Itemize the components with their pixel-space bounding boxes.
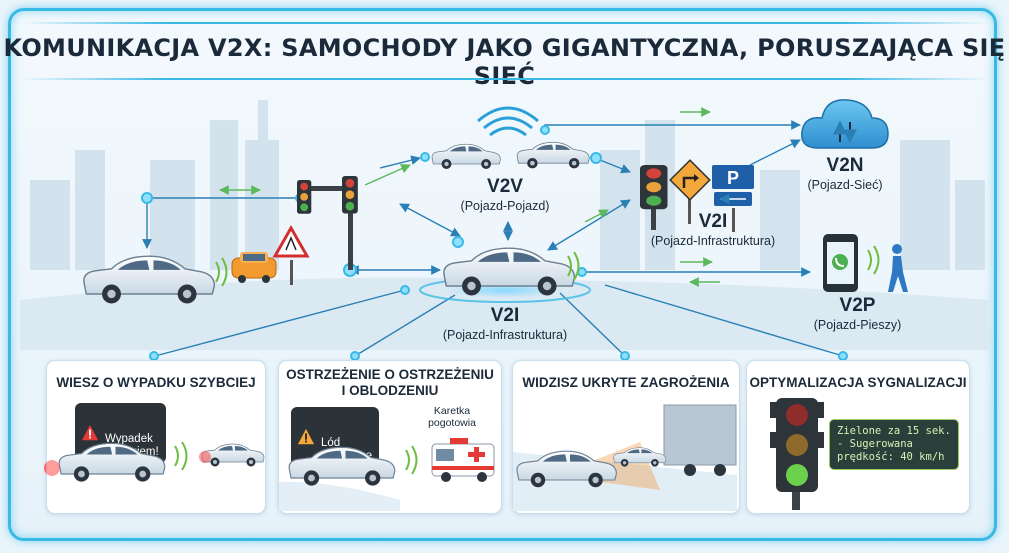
v2i-top-title: V2I bbox=[698, 211, 728, 232]
accident-bubble-text: Wypadek za rogiem! bbox=[105, 433, 159, 458]
wifi-icon bbox=[477, 106, 539, 137]
accident-bubble: Wypadek za rogiem! bbox=[75, 403, 166, 463]
panel-accident-title: WIESZ O WYPADKU SZYBCIEJ bbox=[56, 375, 256, 390]
warning-sign-icon bbox=[272, 224, 310, 285]
car-orange bbox=[231, 252, 277, 283]
v2v-title: V2V bbox=[487, 176, 523, 197]
ambulance-label: Karetka pogotowia bbox=[428, 405, 476, 429]
v2i-top-label: V2I (Pojazd-Infrastruktura) bbox=[628, 211, 798, 248]
ice-bubble: Lód na drodze bbox=[291, 407, 380, 467]
panel-signal-title: OPTYMALIZACJA SYGNALIZACJI bbox=[749, 375, 967, 390]
cloud-icon bbox=[801, 99, 889, 149]
v2i-center-title: V2I bbox=[490, 305, 520, 326]
traffic-light-icon bbox=[297, 176, 358, 270]
turn-sign-icon bbox=[669, 159, 711, 224]
car-top-1 bbox=[431, 143, 501, 170]
v2n-title: V2N bbox=[826, 155, 864, 176]
road bbox=[20, 277, 990, 350]
panel-hidden-hazards: WIDZISZ UKRYTE ZAGROŻENIA bbox=[512, 360, 740, 514]
ice-bubble-text: Lód na drodze bbox=[321, 437, 373, 462]
v2p-label: V2P (Pojazd-Pieszy) bbox=[795, 295, 920, 332]
panel-hidden-hazards-title: WIDZISZ UKRYTE ZAGROŻENIA bbox=[522, 375, 730, 390]
v2n-subtitle: (Pojazd-Sieć) bbox=[807, 178, 883, 192]
title-bottom-rule bbox=[20, 78, 989, 80]
panel-ice: OSTRZEŻENIE O OSTRZEŻENIU I OBLODZENIU L… bbox=[278, 360, 502, 514]
warning-icon bbox=[297, 428, 315, 445]
v2p-title: V2P bbox=[839, 295, 876, 316]
v2i-top-subtitle: (Pojazd-Infrastruktura) bbox=[650, 234, 776, 248]
v2p-subtitle: (Pojazd-Pieszy) bbox=[813, 318, 902, 332]
v2v-subtitle: (Pojazd-Pojazd) bbox=[460, 199, 550, 213]
v2v-label: V2V (Pojazd-Pojazd) bbox=[440, 176, 570, 213]
phone-icon bbox=[823, 234, 858, 292]
connection-lines bbox=[142, 120, 844, 357]
signal-info: Zielone za 15 sek. - Sugerowana prędkość… bbox=[829, 419, 959, 470]
warning-icon bbox=[81, 424, 99, 441]
traffic-light-icon bbox=[640, 165, 668, 230]
v2n-label: V2N (Pojazd-Sieć) bbox=[790, 155, 900, 192]
pedestrian-icon bbox=[888, 244, 908, 292]
car-top-2 bbox=[516, 141, 590, 169]
v2i-center-subtitle: (Pojazd-Infrastruktura) bbox=[442, 328, 568, 342]
title-top-rule bbox=[20, 22, 989, 24]
panel-ice-title: OSTRZEŻENIE O OSTRZEŻENIU I OBLODZENIU bbox=[286, 367, 494, 398]
panel-accident: WIESZ O WYPADKU SZYBCIEJ Wypadek za rogi… bbox=[46, 360, 266, 514]
city-skyline bbox=[30, 100, 985, 270]
signal-waves bbox=[215, 245, 880, 287]
svg-text:P: P bbox=[727, 168, 739, 188]
page-title: KOMUNIKACJA V2X: SAMOCHODY JAKO GIGANTYC… bbox=[3, 34, 1006, 90]
v2i-center-label: V2I (Pojazd-Infrastruktura) bbox=[420, 305, 590, 342]
panel-signal: OPTYMALIZACJA SYGNALIZACJI Zielone za 15… bbox=[746, 360, 970, 514]
parking-sign-icon: P bbox=[712, 165, 754, 232]
